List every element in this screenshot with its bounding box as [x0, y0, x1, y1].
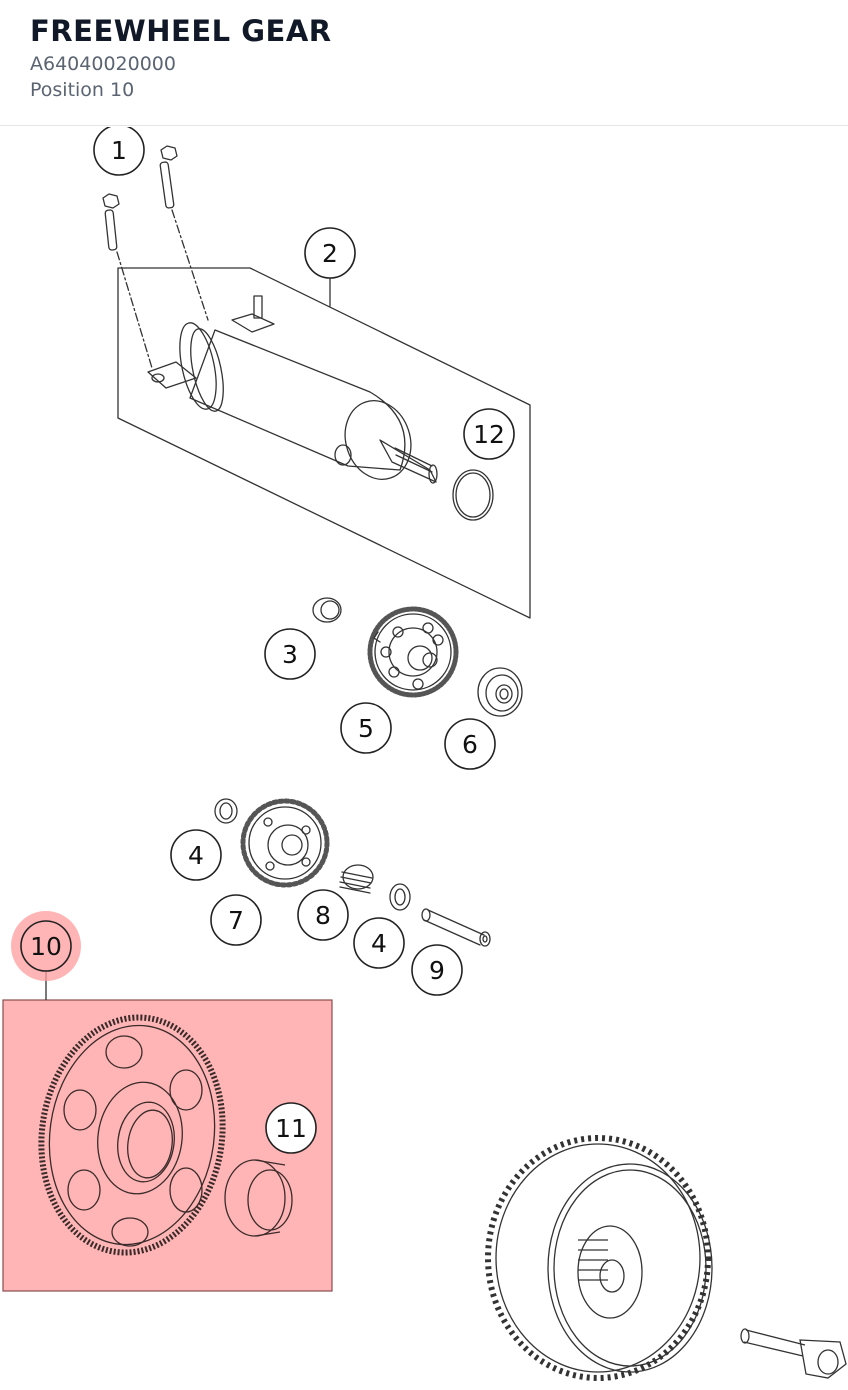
starter-assembly-outline [117, 267, 531, 619]
shaft-pin-part[interactable] [421, 908, 491, 947]
callout-circle [170, 829, 222, 881]
callout-10[interactable]: 10 [11, 911, 81, 981]
part-number: A64040020000 [30, 53, 176, 75]
callout-circle [297, 889, 349, 941]
bushing-part[interactable] [312, 597, 342, 623]
callout-circle [265, 1102, 317, 1154]
callout-7[interactable]: 7 [210, 894, 262, 946]
callout-circle [20, 920, 72, 972]
callout-9[interactable]: 9 [411, 944, 463, 996]
callout-circle [353, 917, 405, 969]
bolt-part[interactable] [159, 145, 209, 321]
washer-part[interactable] [389, 883, 411, 911]
callout-circle [411, 944, 463, 996]
callout-label: 5 [358, 714, 374, 743]
callout-circle [264, 628, 316, 680]
spring-part[interactable] [339, 864, 374, 894]
washer-part[interactable] [214, 798, 238, 824]
callout-label: 1 [111, 136, 127, 165]
callout-circle [463, 408, 515, 460]
callout-label: 2 [322, 239, 338, 268]
callout-label: 7 [228, 906, 244, 935]
callout-2[interactable]: 2 [304, 227, 356, 279]
callout-circle [444, 718, 496, 770]
bearing-part[interactable] [477, 667, 523, 717]
callout-12[interactable]: 12 [463, 408, 515, 460]
callout-11[interactable]: 11 [265, 1102, 317, 1154]
intermediate-gear-part[interactable] [367, 606, 459, 698]
bolt-part[interactable] [102, 193, 153, 369]
position-label: Position 10 [30, 79, 135, 101]
starter-motor-part[interactable] [147, 295, 438, 488]
callout-5[interactable]: 5 [340, 702, 392, 754]
flywheel-part[interactable] [485, 1135, 713, 1381]
callout-circle [340, 702, 392, 754]
callout-label: 4 [188, 841, 204, 870]
page-header: FREEWHEEL GEAR A64040020000 Position 10 [0, 0, 848, 126]
callout-circle [210, 894, 262, 946]
callout-3[interactable]: 3 [264, 628, 316, 680]
callout-6[interactable]: 6 [444, 718, 496, 770]
o-ring-part[interactable] [452, 469, 494, 521]
callout-label: 6 [462, 730, 478, 759]
callout-4[interactable]: 4 [353, 917, 405, 969]
callout-label: 9 [429, 956, 445, 985]
callout-8[interactable]: 8 [297, 889, 349, 941]
drive-gear-part[interactable] [240, 798, 330, 888]
callout-label: 4 [371, 929, 387, 958]
callout-circle [304, 227, 356, 279]
callout-1[interactable]: 1 [93, 127, 145, 176]
callout-label: 8 [315, 901, 331, 930]
flywheel-bolt-part[interactable] [740, 1328, 847, 1379]
callout-label: 12 [473, 420, 505, 449]
callout-4[interactable]: 4 [170, 829, 222, 881]
page-title: FREEWHEEL GEAR [30, 14, 332, 48]
callout-label: 11 [275, 1114, 307, 1143]
callout-label: 3 [282, 640, 298, 669]
callout-label: 10 [30, 932, 62, 961]
callout-circle [93, 127, 145, 176]
